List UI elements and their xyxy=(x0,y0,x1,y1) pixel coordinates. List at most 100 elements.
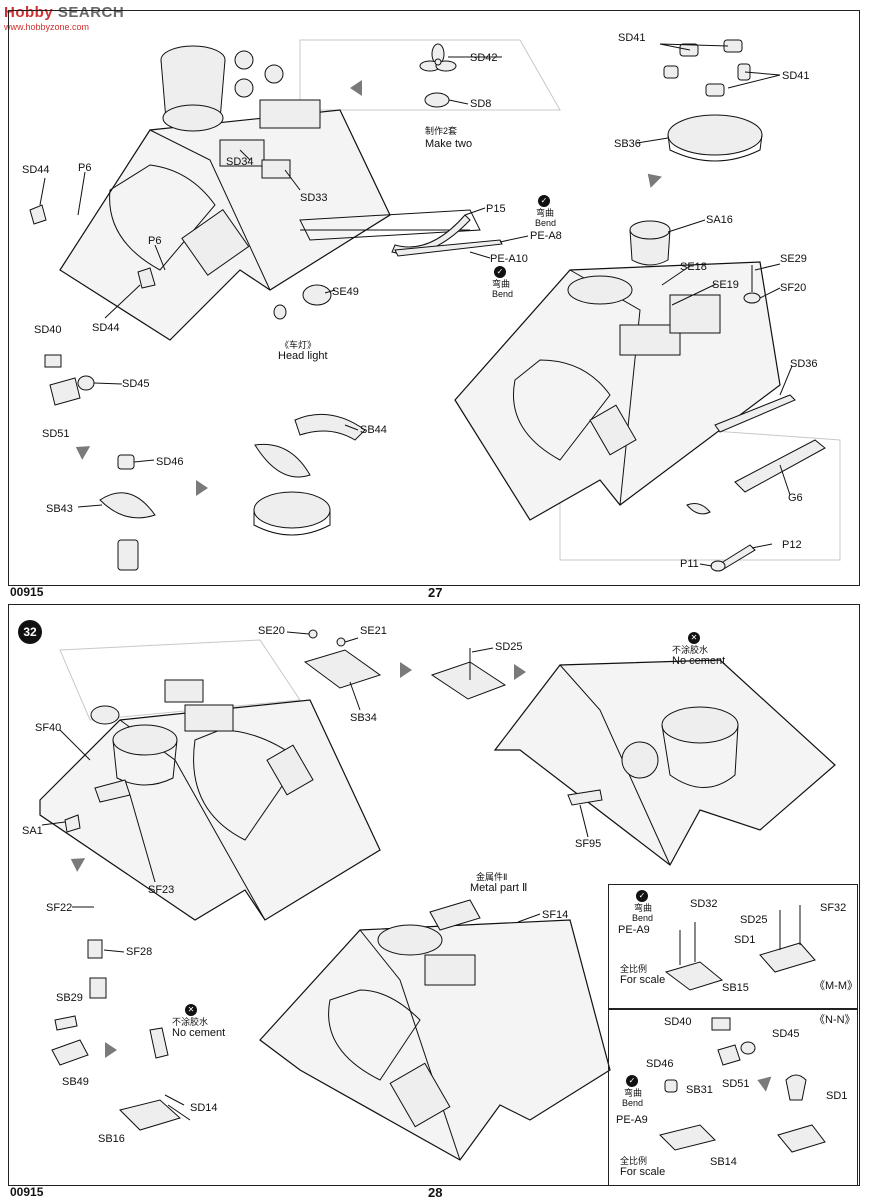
note-bend-en-b: Bend xyxy=(492,289,514,299)
part-label-SE49: SE49 xyxy=(332,286,359,298)
no-cement-icon: ✕ xyxy=(688,632,700,644)
watermark-site: www.hobbyzone.com xyxy=(4,22,90,32)
part-label-SA1: SA1 xyxy=(22,825,43,837)
step-number-badge: 32 xyxy=(18,620,42,644)
inset-m-scale-cn: 全比例 xyxy=(620,964,648,974)
product-code: 00915 xyxy=(10,585,44,599)
bend-icon: ✓ xyxy=(636,890,648,902)
part-label-G6: G6 xyxy=(788,492,803,504)
part-label-P15: P15 xyxy=(486,203,506,215)
inset-m-label-SD1: SD1 xyxy=(734,934,756,946)
bend-icon: ✓ xyxy=(538,195,550,207)
note-metal-part-en: Metal part Ⅱ xyxy=(470,882,528,894)
part-label-SF22: SF22 xyxy=(46,902,73,914)
inset-n-label-PE-A9: PE-A9 xyxy=(616,1114,648,1126)
part-label-SD25: SD25 xyxy=(495,641,523,653)
inset-n-label-SD46: SD46 xyxy=(646,1058,674,1070)
part-label-SF23: SF23 xyxy=(148,884,175,896)
part-label-SD40: SD40 xyxy=(34,324,62,336)
part-label-PE-A10: PE-A10 xyxy=(490,253,528,265)
inset-m-title: 《M-M》 xyxy=(814,980,858,992)
inset-n-label-SB14: SB14 xyxy=(710,1156,737,1168)
part-label-P11: P11 xyxy=(680,558,699,570)
part-label-SB43: SB43 xyxy=(46,503,73,515)
part-label-P12: P12 xyxy=(782,539,802,551)
instruction-page-28: 32 xyxy=(0,600,872,1200)
assembly-drawing-bottom xyxy=(39,629,836,1161)
part-label-SF20: SF20 xyxy=(780,282,807,294)
note-headlight-cn: 《车灯》 xyxy=(280,340,317,350)
part-label-SD42: SD42 xyxy=(470,52,498,64)
inset-n-label-SD45: SD45 xyxy=(772,1028,800,1040)
part-label-P6-a: P6 xyxy=(78,162,92,174)
part-label-SD8: SD8 xyxy=(470,98,492,110)
inset-m-label-SB15: SB15 xyxy=(722,982,749,994)
part-label-SD33: SD33 xyxy=(300,192,328,204)
page-number: 27 xyxy=(428,585,443,600)
part-label-SF40: SF40 xyxy=(35,722,62,734)
inset-m-label-SD25: SD25 xyxy=(740,914,768,926)
detail-inset-N-N xyxy=(608,1008,858,1186)
note-no-cement-cn-a: 不涂胶水 xyxy=(672,645,709,655)
part-label-SD41-b: SD41 xyxy=(782,70,810,82)
note-make-two-cn: 制作2套 xyxy=(425,126,458,136)
part-label-SB36: SB36 xyxy=(614,138,641,150)
part-label-SD46: SD46 xyxy=(156,456,184,468)
part-label-SB29: SB29 xyxy=(56,992,83,1004)
part-label-SB34: SB34 xyxy=(350,712,377,724)
note-no-cement-en-a: No cement xyxy=(672,655,726,667)
assembly-drawing-top xyxy=(29,39,841,572)
product-code: 00915 xyxy=(10,1185,44,1199)
inset-n-bend-cn: 弯曲 xyxy=(624,1088,643,1098)
part-label-SD34: SD34 xyxy=(226,156,254,168)
inset-n-label-SD51: SD51 xyxy=(722,1078,750,1090)
part-label-SF28: SF28 xyxy=(126,946,153,958)
part-label-SD36: SD36 xyxy=(790,358,818,370)
bend-icon: ✓ xyxy=(626,1075,638,1087)
note-no-cement-en-b: No cement xyxy=(172,1027,226,1039)
note-bend-en-a: Bend xyxy=(535,218,557,228)
note-headlight-en: Head light xyxy=(278,350,328,362)
inset-n-label-SD1: SD1 xyxy=(826,1090,848,1102)
inset-m-scale-en: For scale xyxy=(620,974,666,986)
watermark-logo: Hobby SEARCH xyxy=(4,4,125,21)
page-frame xyxy=(8,10,860,586)
note-metal-part-cn: 金属件Ⅱ xyxy=(476,872,508,882)
part-label-SD44-a: SD44 xyxy=(22,164,50,176)
inset-m-bend-cn: 弯曲 xyxy=(634,903,653,913)
part-label-SB44: SB44 xyxy=(360,424,387,436)
part-label-SB16: SB16 xyxy=(98,1133,125,1145)
inset-m-label-SF32: SF32 xyxy=(820,902,847,914)
part-label-SE19: SE19 xyxy=(712,279,739,291)
inset-n-label-SB31: SB31 xyxy=(686,1084,713,1096)
part-label-P6-b: P6 xyxy=(148,235,162,247)
inset-n-label-SD40: SD40 xyxy=(664,1016,692,1028)
page-frame xyxy=(8,604,860,1186)
bend-icon: ✓ xyxy=(494,266,506,278)
part-label-SD14: SD14 xyxy=(190,1102,218,1114)
note-bend-cn-a: 弯曲 xyxy=(536,208,555,218)
no-cement-icon: ✕ xyxy=(185,1004,197,1016)
note-no-cement-cn-b: 不涂胶水 xyxy=(172,1017,209,1027)
part-label-SD44-b: SD44 xyxy=(92,322,120,334)
note-make-two-en: Make two xyxy=(425,138,473,150)
inset-n-title: 《N-N》 xyxy=(814,1014,856,1026)
inset-n-bend-en: Bend xyxy=(622,1098,644,1108)
part-label-SF95: SF95 xyxy=(575,838,602,850)
part-label-SE18: SE18 xyxy=(680,261,707,273)
note-bend-cn-b: 弯曲 xyxy=(492,279,511,289)
page-number: 28 xyxy=(428,1185,443,1200)
part-label-SD51: SD51 xyxy=(42,428,70,440)
part-label-SA16: SA16 xyxy=(706,214,733,226)
part-label-SF14: SF14 xyxy=(542,909,569,921)
inset-n-scale-cn: 全比例 xyxy=(620,1156,648,1166)
part-label-SD45: SD45 xyxy=(122,378,150,390)
part-label-SE29: SE29 xyxy=(780,253,807,265)
part-label-SE20: SE20 xyxy=(258,625,285,637)
inset-m-label-SD32: SD32 xyxy=(690,898,718,910)
part-label-PE-A8: PE-A8 xyxy=(530,230,562,242)
inset-n-scale-en: For scale xyxy=(620,1166,666,1178)
part-label-SE21: SE21 xyxy=(360,625,387,637)
part-label-SB49: SB49 xyxy=(62,1076,89,1088)
part-label-SD41-a: SD41 xyxy=(618,32,646,44)
